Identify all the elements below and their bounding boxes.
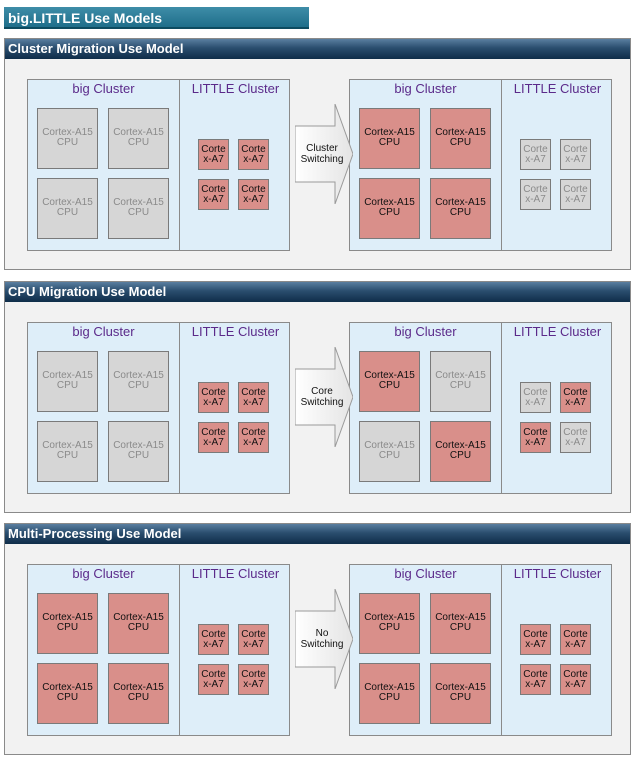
- cortex-a7-cpu: Corte x-A7: [198, 422, 229, 453]
- section-title: Multi-Processing Use Model: [5, 524, 630, 544]
- cortex-a7-cpu: Corte x-A7: [198, 179, 229, 210]
- cortex-a7-cpu: Corte x-A7: [238, 179, 269, 210]
- cortex-a15-cpu: Cortex-A15 CPU: [37, 351, 98, 412]
- cortex-a15-cpu: Cortex-A15 CPU: [37, 421, 98, 482]
- cluster-divider: [179, 323, 180, 493]
- little-cluster-label: LITTLE Cluster: [191, 566, 280, 581]
- use-model-section: Multi-Processing Use Model big Cluster LIT…: [4, 523, 631, 755]
- big-cluster-label: big Cluster: [394, 566, 457, 581]
- cortex-a15-cpu: Cortex-A15 CPU: [430, 178, 491, 239]
- cortex-a7-cpu: Corte x-A7: [560, 179, 591, 210]
- cortex-a15-cpu: Cortex-A15 CPU: [37, 593, 98, 654]
- use-model-section: CPU Migration Use Model big Cluster LITTLE…: [4, 281, 631, 513]
- little-cluster-label: LITTLE Cluster: [513, 81, 602, 96]
- cortex-a15-cpu: Cortex-A15 CPU: [430, 108, 491, 169]
- cluster-divider: [179, 80, 180, 250]
- cortex-a7-cpu: Corte x-A7: [560, 664, 591, 695]
- cluster-divider: [179, 565, 180, 735]
- cortex-a15-cpu: Cortex-A15 CPU: [37, 108, 98, 169]
- use-model-section: Cluster Migration Use Model big Cluster LI…: [4, 38, 631, 270]
- cortex-a7-cpu: Corte x-A7: [238, 664, 269, 695]
- cortex-a7-cpu: Corte x-A7: [560, 624, 591, 655]
- cortex-a7-cpu: Corte x-A7: [560, 139, 591, 170]
- cortex-a15-cpu: Cortex-A15 CPU: [359, 351, 420, 412]
- big-cluster-label: big Cluster: [72, 324, 135, 339]
- cortex-a7-cpu: Corte x-A7: [198, 664, 229, 695]
- cortex-a15-cpu: Cortex-A15 CPU: [108, 108, 169, 169]
- cortex-a15-cpu: Cortex-A15 CPU: [37, 178, 98, 239]
- cortex-a15-cpu: Cortex-A15 CPU: [108, 663, 169, 724]
- transition-label: Cluster Switching: [300, 143, 344, 165]
- big-cluster-label: big Cluster: [72, 81, 135, 96]
- page-title: big.LITTLE Use Models: [4, 7, 309, 29]
- transition-arrow: Core Switching: [295, 347, 353, 447]
- cortex-a15-cpu: Cortex-A15 CPU: [430, 663, 491, 724]
- cortex-a15-cpu: Cortex-A15 CPU: [108, 593, 169, 654]
- transition-arrow: No Switching: [295, 589, 353, 689]
- cortex-a15-cpu: Cortex-A15 CPU: [430, 351, 491, 412]
- big-cluster-label: big Cluster: [394, 81, 457, 96]
- cortex-a15-cpu: Cortex-A15 CPU: [359, 663, 420, 724]
- cortex-a15-cpu: Cortex-A15 CPU: [108, 351, 169, 412]
- cortex-a15-cpu: Cortex-A15 CPU: [37, 663, 98, 724]
- cortex-a7-cpu: Corte x-A7: [520, 624, 551, 655]
- cortex-a7-cpu: Corte x-A7: [198, 382, 229, 413]
- cortex-a7-cpu: Corte x-A7: [560, 382, 591, 413]
- cortex-a15-cpu: Cortex-A15 CPU: [108, 178, 169, 239]
- little-cluster-label: LITTLE Cluster: [191, 324, 280, 339]
- transition-label: No Switching: [300, 628, 344, 650]
- cortex-a7-cpu: Corte x-A7: [238, 382, 269, 413]
- transition-label: Core Switching: [300, 386, 344, 408]
- cortex-a7-cpu: Corte x-A7: [238, 422, 269, 453]
- cortex-a7-cpu: Corte x-A7: [238, 139, 269, 170]
- cortex-a15-cpu: Cortex-A15 CPU: [359, 108, 420, 169]
- cortex-a7-cpu: Corte x-A7: [520, 382, 551, 413]
- little-cluster-label: LITTLE Cluster: [513, 566, 602, 581]
- cortex-a7-cpu: Corte x-A7: [520, 422, 551, 453]
- cortex-a15-cpu: Cortex-A15 CPU: [359, 593, 420, 654]
- arrow-icon: [295, 104, 353, 204]
- big-cluster-label: big Cluster: [394, 324, 457, 339]
- cortex-a15-cpu: Cortex-A15 CPU: [108, 421, 169, 482]
- section-title: Cluster Migration Use Model: [5, 39, 630, 59]
- cluster-divider: [501, 323, 502, 493]
- big-cluster-label: big Cluster: [72, 566, 135, 581]
- cluster-divider: [501, 80, 502, 250]
- cluster-divider: [501, 565, 502, 735]
- little-cluster-label: LITTLE Cluster: [191, 81, 280, 96]
- cortex-a7-cpu: Corte x-A7: [520, 179, 551, 210]
- arrow-icon: [295, 347, 353, 447]
- section-title: CPU Migration Use Model: [5, 282, 630, 302]
- transition-arrow: Cluster Switching: [295, 104, 353, 204]
- cortex-a7-cpu: Corte x-A7: [238, 624, 269, 655]
- cortex-a7-cpu: Corte x-A7: [198, 139, 229, 170]
- cortex-a7-cpu: Corte x-A7: [560, 422, 591, 453]
- arrow-icon: [295, 589, 353, 689]
- cortex-a15-cpu: Cortex-A15 CPU: [430, 593, 491, 654]
- little-cluster-label: LITTLE Cluster: [513, 324, 602, 339]
- cortex-a7-cpu: Corte x-A7: [520, 664, 551, 695]
- cortex-a7-cpu: Corte x-A7: [520, 139, 551, 170]
- cortex-a7-cpu: Corte x-A7: [198, 624, 229, 655]
- cortex-a15-cpu: Cortex-A15 CPU: [359, 421, 420, 482]
- cortex-a15-cpu: Cortex-A15 CPU: [359, 178, 420, 239]
- cortex-a15-cpu: Cortex-A15 CPU: [430, 421, 491, 482]
